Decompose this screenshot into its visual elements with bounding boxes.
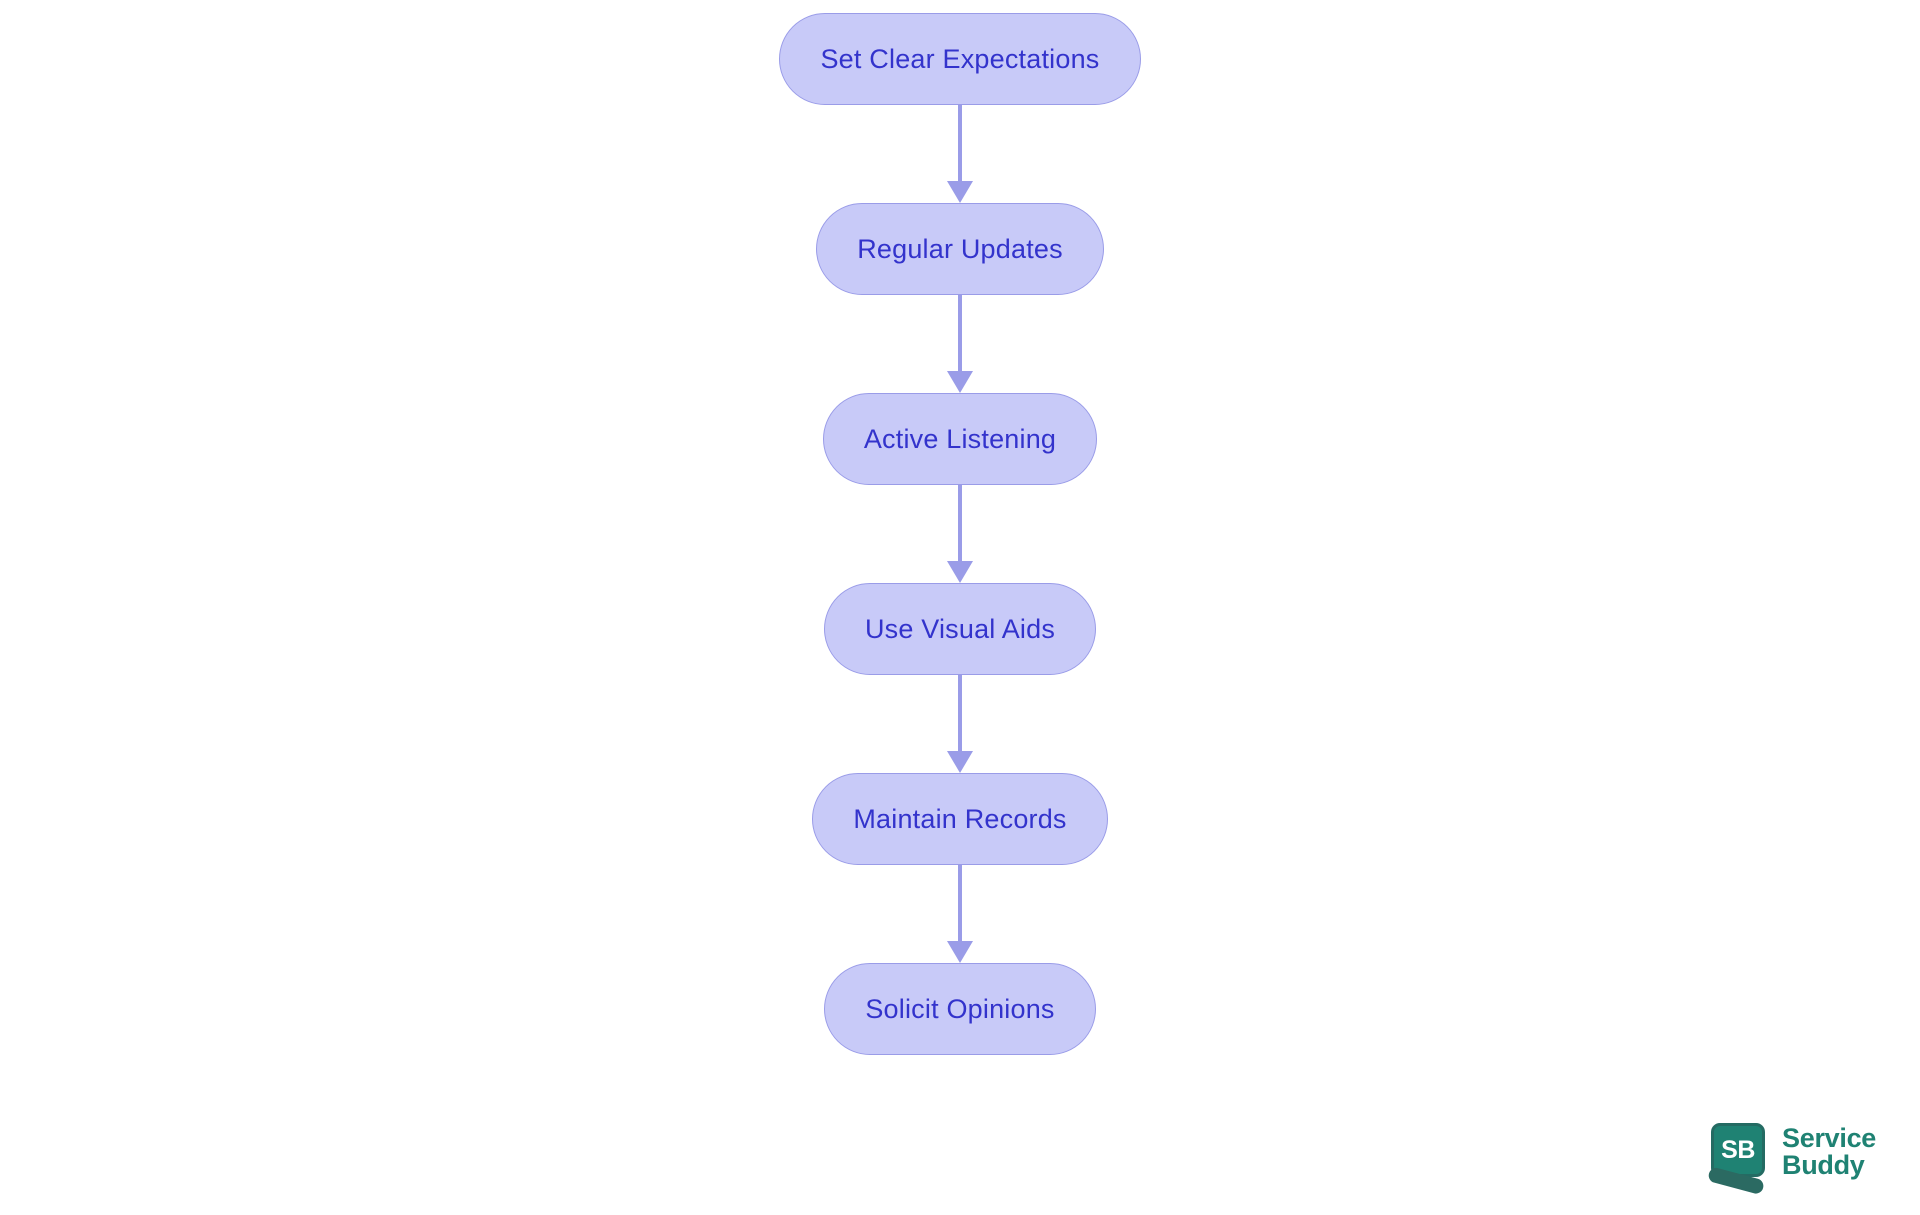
logo-wordmark-line1: Service (1782, 1123, 1876, 1153)
flow-node-label: Use Visual Aids (864, 613, 1056, 644)
arrow-head-icon (947, 181, 973, 203)
flow-arrow-5 (940, 865, 980, 963)
flow-node-solicit-opinions[interactable]: Solicit Opinions (824, 963, 1096, 1055)
flow-node-set-clear-expectations[interactable]: Set Clear Expectations (779, 13, 1141, 105)
arrow-line-icon (958, 105, 962, 183)
arrow-head-icon (947, 751, 973, 773)
flow-node-regular-updates[interactable]: Regular Updates (816, 203, 1104, 295)
flow-node-maintain-records[interactable]: Maintain Records (812, 773, 1108, 865)
logo-wordmark-line2: Buddy (1782, 1150, 1865, 1180)
arrow-line-icon (958, 485, 962, 563)
arrow-line-icon (958, 675, 962, 753)
arrow-line-icon (958, 865, 962, 943)
service-buddy-logo: SB Service Buddy (1707, 1121, 1876, 1196)
arrow-head-icon (947, 371, 973, 393)
flow-node-label: Active Listening (863, 423, 1057, 454)
arrow-head-icon (947, 941, 973, 963)
flow-node-label: Regular Updates (857, 233, 1063, 264)
flow-arrow-1 (940, 105, 980, 203)
service-buddy-mark-icon: SB (1707, 1121, 1770, 1196)
arrow-line-icon (958, 295, 962, 373)
flowchart-node-column: Set Clear Expectations Regular Updates A… (0, 13, 1920, 1055)
flow-arrow-3 (940, 485, 980, 583)
flow-arrow-2 (940, 295, 980, 393)
flow-node-label: Set Clear Expectations (820, 43, 1100, 74)
logo-initials: SB (1721, 1135, 1755, 1164)
logo-wordmark: Service Buddy (1782, 1125, 1876, 1179)
arrow-head-icon (947, 561, 973, 583)
flow-node-label: Solicit Opinions (865, 993, 1055, 1024)
flow-node-use-visual-aids[interactable]: Use Visual Aids (823, 583, 1097, 675)
flow-node-active-listening[interactable]: Active Listening (822, 393, 1098, 485)
flow-arrow-4 (940, 675, 980, 773)
flow-node-label: Maintain Records (853, 803, 1067, 834)
